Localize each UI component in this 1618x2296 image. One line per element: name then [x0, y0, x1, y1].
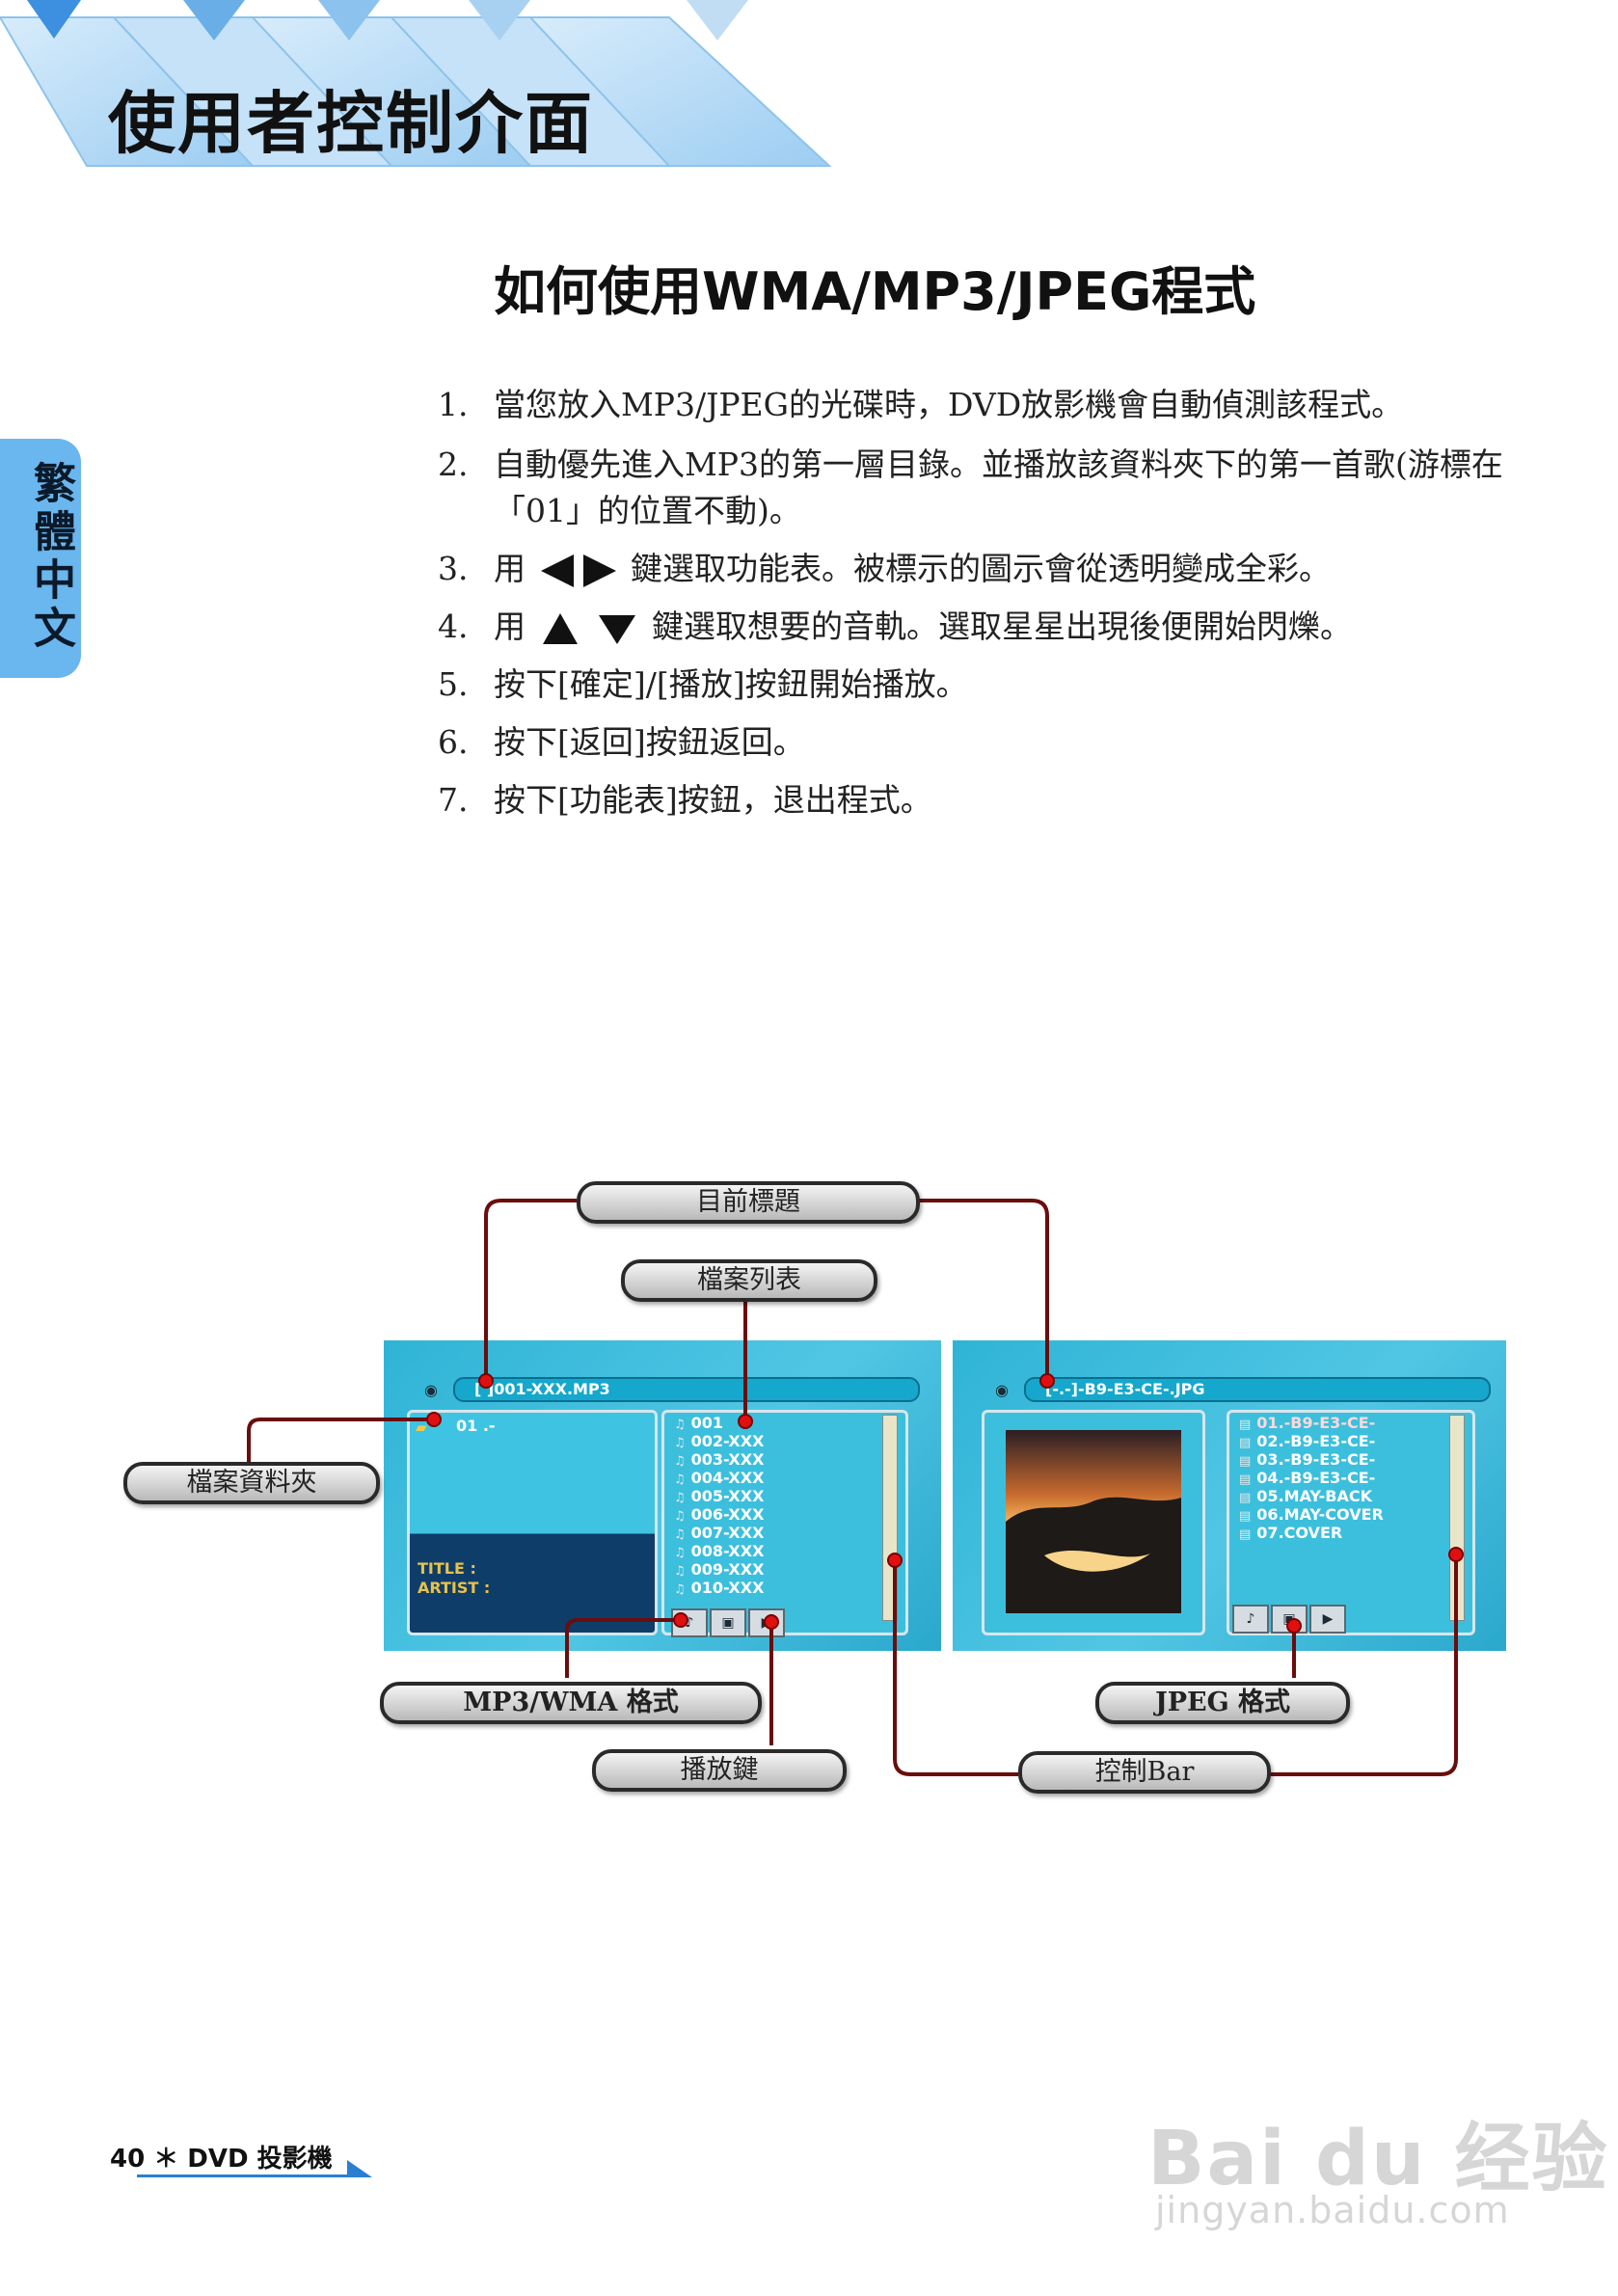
note-icon: ♫: [674, 1564, 686, 1579]
step-text: 用: [494, 608, 526, 645]
header-banner: [0, 0, 832, 167]
list-item[interactable]: ♫004-XXX: [674, 1469, 765, 1488]
preview-image: [1006, 1430, 1181, 1613]
note-icon: ♫: [674, 1436, 686, 1450]
up-down-arrow-icon: [542, 613, 635, 644]
step-text: 按下[功能表]按鈕，退出程式。: [494, 781, 932, 819]
section-heading: 如何使用WMA/MP3/JPEG程式: [494, 261, 1256, 322]
note-icon: ♫: [674, 1472, 686, 1487]
step-text: 按下[確定]/[播放]按鈕開始播放。: [494, 665, 968, 703]
step-number: 4.: [438, 608, 469, 645]
list-item[interactable]: ▤05.MAY-BACK: [1239, 1487, 1373, 1506]
scrollbar[interactable]: [1449, 1415, 1465, 1621]
list-item[interactable]: ▤04.-B9-E3-CE-: [1239, 1469, 1376, 1488]
music-format-button[interactable]: ♪: [671, 1608, 708, 1637]
callout-control-bar: 控制Bar: [1018, 1751, 1271, 1794]
callout-file-folder: 檔案資料夾: [123, 1462, 380, 1504]
photo-icon: ▤: [1239, 1491, 1252, 1505]
photo-icon: ▤: [1239, 1472, 1252, 1487]
step-number: 7.: [438, 781, 469, 819]
photo-icon: ▤: [1239, 1418, 1252, 1432]
list-item[interactable]: ♫001: [674, 1414, 724, 1433]
callout-play-key: 播放鍵: [592, 1749, 847, 1792]
jpeg-file-list: ▤01.-B9-E3-CE- ▤02.-B9-E3-CE- ▤03.-B9-E3…: [1227, 1410, 1475, 1635]
note-icon: ♫: [674, 1509, 686, 1524]
list-item[interactable]: ♫010-XXX: [674, 1579, 765, 1598]
jpeg-title-bar: [-.-]-B9-E3-CE-.JPG: [1024, 1377, 1491, 1402]
list-item[interactable]: ▤02.-B9-E3-CE-: [1239, 1432, 1376, 1451]
list-item[interactable]: ♫009-XXX: [674, 1560, 765, 1580]
step-number: 5.: [438, 665, 469, 703]
scrollbar[interactable]: [882, 1415, 898, 1621]
step-number: 1.: [438, 386, 469, 423]
language-tab-label: 繁體中文: [26, 461, 75, 654]
mp3-file-list: ♫001 ♫002-XXX ♫003-XXX ♫004-XXX ♫005-XXX…: [661, 1410, 908, 1635]
mp3-current-title: [ ]001-XXX.MP3: [474, 1380, 610, 1398]
note-icon: ♫: [674, 1491, 686, 1505]
note-icon: ♫: [674, 1546, 686, 1560]
callout-mp3-wma-format: MP3/WMA 格式: [380, 1682, 762, 1724]
page-number: 40 ＊ DVD 投影機: [110, 2145, 333, 2174]
list-item[interactable]: ♫002-XXX: [674, 1432, 765, 1451]
play-button[interactable]: ▶: [1309, 1605, 1346, 1634]
mp3-title-bar: [ ]001-XXX.MP3: [453, 1377, 920, 1402]
step-text: 當您放入MP3/JPEG的光碟時，DVD放影機會自動偵測該程式。: [494, 386, 1404, 423]
disc-icon: ◉: [424, 1381, 438, 1399]
play-button[interactable]: ▶: [748, 1608, 785, 1637]
photo-icon: ▤: [1239, 1436, 1252, 1450]
step-text: 自動優先進入MP3的第一層目錄。並播放該資料夾下的第一首歌(游標在「01」的位置…: [494, 446, 1503, 529]
left-right-arrow-icon: [540, 554, 616, 587]
photo-format-button[interactable]: ▣: [710, 1608, 746, 1637]
watermark-url: jingyan.baidu.com: [1155, 2189, 1510, 2231]
step-text-cont: 鍵選取想要的音軌。選取星星出現後便開始閃爍。: [652, 608, 1352, 645]
list-item[interactable]: ♫007-XXX: [674, 1524, 765, 1543]
list-item[interactable]: ♫005-XXX: [674, 1487, 765, 1506]
callout-file-list: 檔案列表: [621, 1259, 877, 1302]
step-number: 6.: [438, 723, 469, 761]
jpeg-screen: ◉ [-.-]-B9-E3-CE-.JPG ▤01.-B9-E3-CE- ▤02…: [953, 1340, 1506, 1651]
step-text: 用: [494, 550, 526, 587]
folder-name[interactable]: 01 .-: [456, 1417, 496, 1435]
mp3-screen: ◉ [ ]001-XXX.MP3 ▰ 01 .- TITLE : ARTIST …: [384, 1340, 941, 1651]
disc-icon: ◉: [995, 1381, 1009, 1399]
list-item[interactable]: ▤03.-B9-E3-CE-: [1239, 1450, 1376, 1470]
callout-jpeg-format: JPEG 格式: [1095, 1682, 1350, 1724]
title-label: TITLE :: [418, 1559, 476, 1578]
step-number: 3.: [438, 550, 469, 587]
photo-icon: ▤: [1239, 1527, 1252, 1542]
footer-rule: [137, 2174, 359, 2177]
step-text: 按下[返回]按鈕返回。: [494, 723, 805, 761]
step-number: 2.: [438, 446, 469, 483]
photo-icon: ▤: [1239, 1509, 1252, 1524]
mp3-folder-panel: ▰ 01 .- TITLE : ARTIST :: [407, 1410, 658, 1635]
list-item[interactable]: ▤01.-B9-E3-CE-: [1239, 1414, 1376, 1433]
note-icon: ♫: [674, 1527, 686, 1542]
photo-format-button[interactable]: ▣: [1271, 1605, 1308, 1634]
list-item[interactable]: ▤06.MAY-COVER: [1239, 1505, 1384, 1525]
jpeg-current-title: [-.-]-B9-E3-CE-.JPG: [1045, 1380, 1205, 1398]
list-item[interactable]: ♫006-XXX: [674, 1505, 765, 1525]
list-item[interactable]: ▤07.COVER: [1239, 1524, 1343, 1543]
watermark-logo: Bai du 经验: [1147, 2116, 1609, 2202]
footer-corner-icon: [347, 2160, 372, 2177]
language-tab: [0, 439, 81, 678]
list-item[interactable]: ♫003-XXX: [674, 1450, 765, 1470]
note-icon: ♫: [674, 1454, 686, 1469]
page-title: 使用者控制介面: [108, 84, 594, 163]
callout-current-title: 目前標題: [577, 1181, 920, 1224]
photo-icon: ▤: [1239, 1454, 1252, 1469]
artist-label: ARTIST :: [418, 1579, 491, 1597]
music-format-button[interactable]: ♪: [1232, 1605, 1269, 1634]
note-icon: ♫: [674, 1418, 686, 1432]
step-text-cont: 鍵選取功能表。被標示的圖示會從透明變成全彩。: [631, 550, 1331, 587]
note-icon: ♫: [674, 1582, 686, 1597]
jpeg-preview-panel: [982, 1410, 1205, 1635]
folder-icon: ▰: [416, 1418, 427, 1436]
list-item[interactable]: ♫008-XXX: [674, 1542, 765, 1561]
